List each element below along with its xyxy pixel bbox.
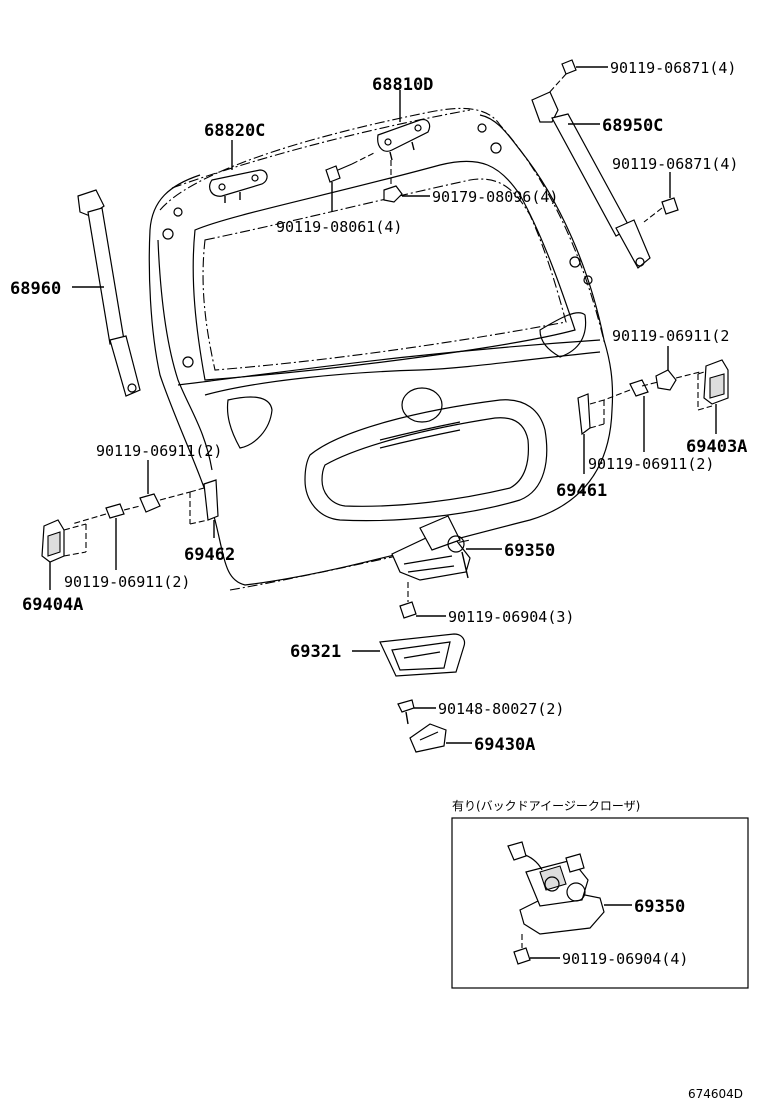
- diagram-code: 674604D: [688, 1087, 743, 1101]
- lock-69350: [391, 515, 471, 581]
- bolt-90119-06911-left-b: [71, 503, 141, 525]
- label-69350-main: 69350: [504, 541, 555, 561]
- inset-box: [451, 817, 749, 989]
- bolt-90119-06904-inset: [513, 934, 531, 965]
- label-69430a: 69430A: [474, 735, 535, 755]
- label-90179-08096: 90179-08096(4): [432, 188, 558, 206]
- bolt-90119-06911-right-a: [655, 369, 701, 391]
- hinge-68810d: [377, 119, 431, 161]
- label-90148-80027: 90148-80027(2): [438, 700, 564, 718]
- screw-90148-80027: [397, 699, 415, 725]
- label-69462: 69462: [184, 545, 235, 565]
- label-68950c: 68950C: [602, 116, 663, 136]
- bolt-90119-06911-left-a: [139, 491, 191, 513]
- hinge-68820c: [209, 169, 268, 203]
- label-68810d: 68810D: [372, 75, 433, 95]
- bracket-69404a: [41, 519, 87, 563]
- bolt-90119-06904-main: [399, 582, 417, 619]
- label-90119-06871-lower: 90119-06871(4): [612, 155, 738, 173]
- label-68960: 68960: [10, 279, 61, 299]
- label-69350-inset: 69350: [634, 897, 685, 917]
- label-90119-08061: 90119-08061(4): [276, 218, 402, 236]
- part-69430a: [409, 723, 447, 753]
- label-90119-06904-inset: 90119-06904(4): [562, 950, 688, 968]
- label-90119-06911-right-b: 90119-06911(2): [588, 455, 714, 473]
- damper-68950c: [531, 59, 651, 269]
- bracket-69403a: [697, 359, 729, 411]
- label-69461: 69461: [556, 481, 607, 501]
- bolt-90119-06911-right-b: [603, 379, 659, 401]
- damper-68960: [77, 189, 141, 397]
- striker-69462: [189, 479, 219, 525]
- label-69404a: 69404A: [22, 595, 83, 615]
- cover-69321: [379, 633, 466, 677]
- label-68820c: 68820C: [204, 121, 265, 141]
- label-90119-06911-left-a: 90119-06911(2): [96, 442, 222, 460]
- bolt-90119-06871-lower: [643, 197, 679, 223]
- nut-90179-08096: [383, 160, 403, 203]
- inset-caption: 有り(バックドアイージークローザ): [452, 799, 640, 813]
- label-69321: 69321: [290, 642, 341, 662]
- label-69403a: 69403A: [686, 437, 747, 457]
- label-90119-06871-top: 90119-06871(4): [610, 59, 736, 77]
- label-90119-06904-main: 90119-06904(3): [448, 608, 574, 626]
- striker-69461: [577, 393, 605, 436]
- label-90119-06911-right-a: 90119-06911(2: [612, 327, 729, 345]
- bolt-90119-08061: [325, 151, 377, 183]
- label-90119-06911-left-b: 90119-06911(2): [64, 573, 190, 591]
- closer-lock-69350: [507, 841, 605, 935]
- back-door-panel: [148, 107, 614, 591]
